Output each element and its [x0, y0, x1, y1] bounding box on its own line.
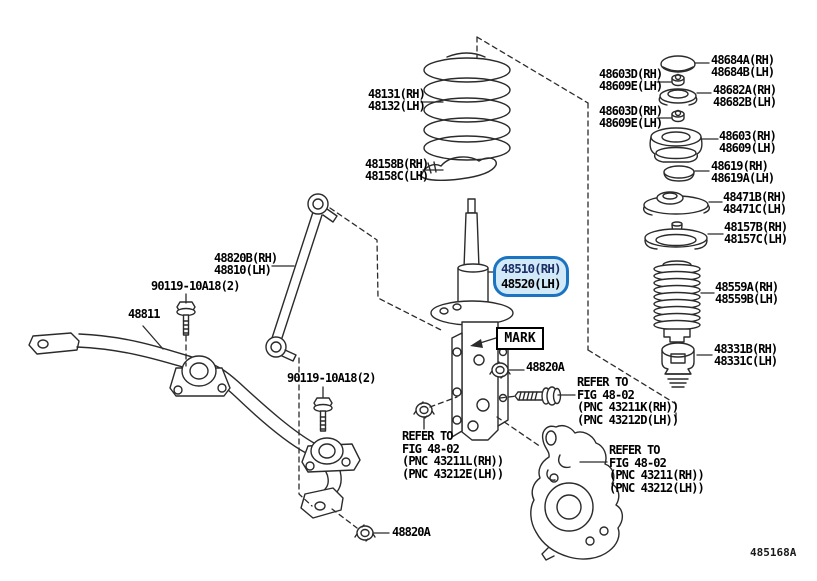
refer-bolt-line3: (PNC 43211K(RH))	[577, 400, 679, 415]
label-bumper[interactable]: 48331B(RH) 48331C(LH)	[714, 342, 778, 368]
dust-seal-drawing	[642, 191, 711, 216]
spring-insulator-drawing	[419, 156, 497, 182]
upper-seat-drawing	[658, 88, 698, 106]
refer-block-lower-nut: REFER TO FIG 48-02 (PNC 43211L(RH)) (PNC…	[402, 429, 504, 481]
refer-lower-nut-line3: (PNC 43211L(RH))	[402, 454, 504, 469]
label-nut-bottom[interactable]: 48820A	[392, 525, 431, 539]
long-bolt-drawing	[514, 386, 562, 406]
dashed-lines	[185, 36, 677, 529]
refer-lower-nut-line2: FIG 48-02	[402, 441, 460, 456]
small-nut-1-drawing	[671, 73, 685, 87]
label-upper-seat-lh: 48682B(LH)	[713, 94, 777, 109]
leader-lines	[142, 62, 724, 534]
label-mount-nut-1-lh: 48609E(LH)	[599, 78, 663, 93]
label-mount-nut-1-rh: 48603D(RH)	[599, 67, 663, 81]
label-mount-nut-2-lh: 48609E(LH)	[599, 115, 663, 130]
label-bolt-2[interactable]: 90119-10A18(2)	[287, 371, 376, 385]
refer-bolt-line4: (PNC 43212D(LH))	[577, 412, 679, 427]
mark-box: MARK	[496, 327, 544, 350]
label-spring-insulator-lh: 48158C(LH)	[365, 168, 429, 183]
mount-cap-drawing	[660, 55, 696, 73]
refer-lower-nut-line1: REFER TO	[402, 429, 454, 443]
label-bearing-rh: 48619(RH)	[711, 159, 769, 173]
refer-block-bolt: REFER TO FIG 48-02 (PNC 43211K(RH)) (PNC…	[577, 375, 679, 427]
flange-bolt-1-drawing	[176, 301, 196, 336]
nut-mid-drawing	[489, 361, 511, 379]
nut-bottom-drawing	[354, 524, 376, 542]
figure-code-text: 485168A	[750, 546, 797, 559]
label-stabilizer-bar-text: 48811	[128, 307, 161, 321]
label-upper-seat-rh: 48682A(RH)	[713, 83, 777, 97]
refer-block-knuckle: REFER TO FIG 48-02 (PNC 43211(RH)) (PNC …	[609, 443, 705, 495]
highlight-lh: 48520(LH)	[501, 276, 562, 291]
label-bolt-2-text: 90119-10A18(2)	[287, 371, 376, 385]
label-boot-rh: 48559A(RH)	[715, 280, 779, 294]
label-mount-cap[interactable]: 48684A(RH) 48684B(LH)	[711, 53, 775, 79]
label-dust-seal-rh: 48471B(RH)	[723, 190, 787, 204]
label-stabilizer-bar[interactable]: 48811	[128, 307, 161, 321]
label-spring-insulator[interactable]: 48158B(RH) 48158C(LH)	[365, 157, 429, 183]
label-coil-spring[interactable]: 48131(RH) 48132(LH)	[368, 87, 426, 113]
label-nut-mid-text: 48820A	[526, 360, 565, 374]
label-mount-cap-rh: 48684A(RH)	[711, 53, 775, 67]
label-bearing[interactable]: 48619(RH) 48619A(LH)	[711, 159, 775, 185]
refer-knuckle-line1: REFER TO	[609, 443, 661, 457]
label-mount-nut-2[interactable]: 48603D(RH) 48609E(LH)	[599, 104, 663, 130]
bushing-bracket-2-drawing	[301, 437, 361, 473]
bearing-drawing	[663, 165, 695, 182]
label-support-lh: 48609(LH)	[719, 140, 777, 155]
flange-bolt-2-drawing	[313, 397, 333, 432]
bumper-drawing	[661, 342, 695, 388]
refer-knuckle-line4: (PNC 43212(LH))	[609, 480, 705, 495]
nut-lower-drawing	[413, 401, 435, 419]
refer-lower-nut-line4: (PNC 43212E(LH))	[402, 466, 504, 481]
label-nut-mid[interactable]: 48820A	[526, 360, 565, 374]
label-upper-spring-seat[interactable]: 48157B(RH) 48157C(LH)	[724, 220, 788, 246]
label-bolt-1[interactable]: 90119-10A18(2)	[151, 279, 240, 293]
label-upper-spring-seat-lh: 48157C(LH)	[724, 231, 788, 246]
label-spring-insulator-rh: 48158B(RH)	[365, 157, 429, 171]
support-drawing	[649, 127, 703, 163]
label-mount-cap-lh: 48684B(LH)	[711, 64, 775, 79]
label-bolt-1-text: 90119-10A18(2)	[151, 279, 240, 293]
highlight-rh: 48510(RH)	[501, 261, 562, 276]
label-stabilizer-link[interactable]: 48820B(RH) 48810(LH)	[214, 251, 278, 277]
label-upper-seat[interactable]: 48682A(RH) 48682B(LH)	[713, 83, 777, 109]
label-stabilizer-link-rh: 48820B(RH)	[214, 251, 278, 265]
label-bearing-lh: 48619A(LH)	[711, 170, 775, 185]
label-bumper-lh: 48331C(LH)	[714, 353, 778, 368]
label-boot[interactable]: 48559A(RH) 48559B(LH)	[715, 280, 779, 306]
coil-spring-drawing	[423, 52, 511, 161]
strut-drawing	[430, 198, 514, 441]
label-dust-seal-lh: 48471C(LH)	[723, 201, 787, 216]
refer-bolt-line2: FIG 48-02	[577, 387, 635, 402]
label-support-rh: 48603(RH)	[719, 129, 777, 143]
refer-knuckle-line2: FIG 48-02	[609, 455, 667, 470]
label-dust-seal[interactable]: 48471B(RH) 48471C(LH)	[723, 190, 787, 216]
mark-box-text: MARK	[504, 331, 536, 346]
stabilizer-link-drawing	[265, 193, 338, 362]
label-upper-spring-seat-rh: 48157B(RH)	[724, 220, 788, 234]
label-support[interactable]: 48603(RH) 48609(LH)	[719, 129, 777, 155]
label-mount-nut-1[interactable]: 48603D(RH) 48609E(LH)	[599, 67, 663, 93]
highlighted-part-label-shock-absorber[interactable]: 48510(RH) 48520(LH)	[493, 256, 569, 297]
small-nut-2-drawing	[671, 109, 685, 123]
label-bumper-rh: 48331B(RH)	[714, 342, 778, 356]
label-nut-bottom-text: 48820A	[392, 525, 431, 539]
bushing-bracket-1-drawing	[169, 355, 231, 397]
upper-spring-seat-drawing	[644, 221, 708, 250]
refer-knuckle-line3: (PNC 43211(RH))	[609, 468, 705, 483]
label-stabilizer-link-lh: 48810(LH)	[214, 262, 272, 277]
label-boot-lh: 48559B(LH)	[715, 291, 779, 306]
mark-arrow	[470, 337, 497, 348]
refer-bolt-line1: REFER TO	[577, 375, 629, 389]
boot-drawing	[653, 260, 701, 343]
label-coil-spring-rh: 48131(RH)	[368, 87, 426, 101]
label-mount-nut-2-rh: 48603D(RH)	[599, 104, 663, 118]
figure-code: 485168A	[750, 546, 796, 559]
knuckle-drawing	[530, 424, 623, 561]
label-coil-spring-lh: 48132(LH)	[368, 98, 426, 113]
